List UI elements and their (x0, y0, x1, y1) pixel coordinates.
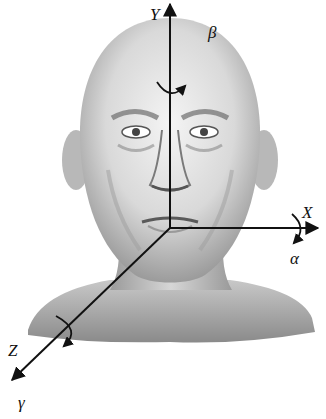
x-axis (170, 227, 318, 229)
brow (112, 112, 158, 119)
rotation-arrow (292, 214, 301, 243)
axis-label: Z (8, 342, 17, 359)
pupil (200, 128, 208, 136)
eye (190, 126, 218, 138)
axis-label: α (290, 250, 299, 267)
axis-label: γ (18, 394, 25, 411)
axis-label: Y (150, 6, 159, 23)
rotation-arrow (56, 316, 71, 346)
cheek-shade (108, 170, 140, 250)
shade (186, 145, 222, 151)
pupil (132, 128, 140, 136)
axis-label: X (302, 204, 312, 221)
rotation-arrow (157, 82, 185, 93)
cheek-shade (200, 170, 232, 250)
shade (118, 145, 154, 151)
z-axis (12, 228, 170, 380)
y-axis (169, 4, 171, 228)
eye (122, 126, 150, 138)
brow (182, 112, 228, 119)
axis-label: β (208, 24, 216, 41)
